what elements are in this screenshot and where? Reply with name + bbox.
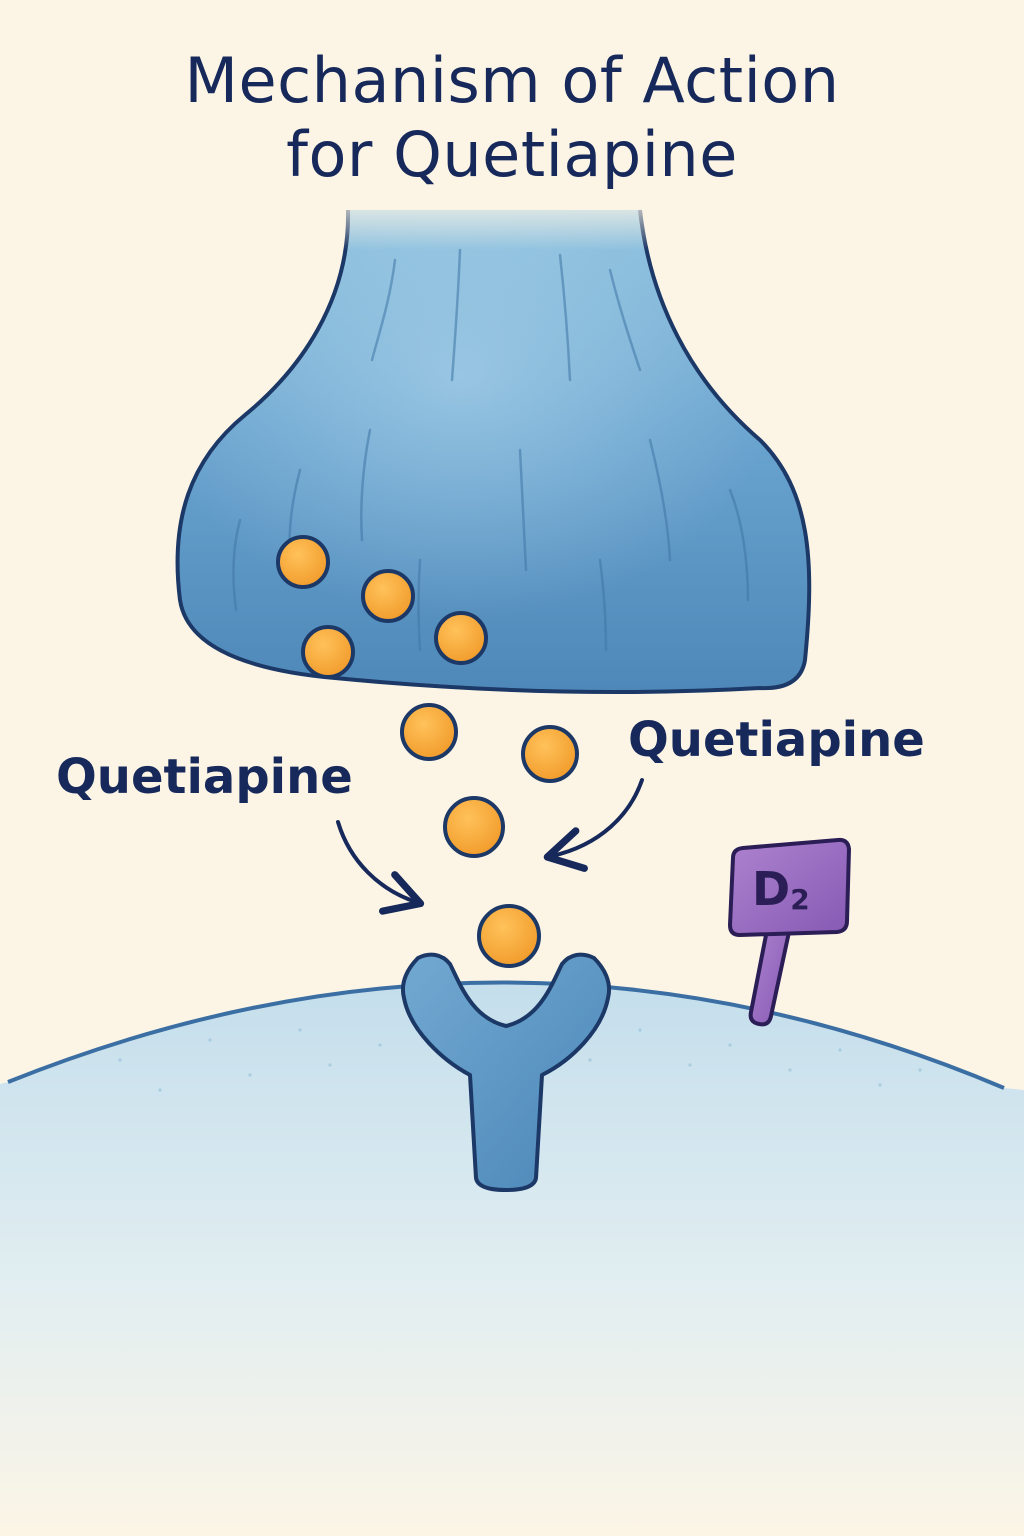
quetiapine-molecule — [477, 904, 541, 968]
arrow-left — [336, 820, 425, 915]
vesicle — [276, 535, 330, 589]
presynaptic-terminal — [175, 190, 812, 695]
arrow-right — [543, 778, 644, 872]
d2-receptor: D2 — [728, 837, 851, 1027]
vesicle — [434, 611, 488, 665]
label-left: Quetiapine — [56, 749, 353, 805]
title-line-1: Mechanism of Action — [184, 44, 840, 117]
quetiapine-molecule — [400, 703, 458, 761]
vesicle-group — [276, 535, 488, 679]
vesicle — [301, 625, 355, 679]
label-right: Quetiapine — [628, 712, 925, 768]
vesicle — [361, 569, 415, 623]
quetiapine-molecule — [521, 725, 579, 783]
diagram-title: Mechanism of Action for Quetiapine — [0, 44, 1024, 193]
title-line-2: for Quetiapine — [286, 118, 738, 192]
d2-label: D2 — [752, 862, 810, 916]
postsynaptic-neuron — [0, 980, 1024, 1536]
quetiapine-molecules — [400, 703, 579, 968]
postsynaptic-receptor — [401, 952, 611, 1192]
quetiapine-molecule — [443, 796, 505, 858]
